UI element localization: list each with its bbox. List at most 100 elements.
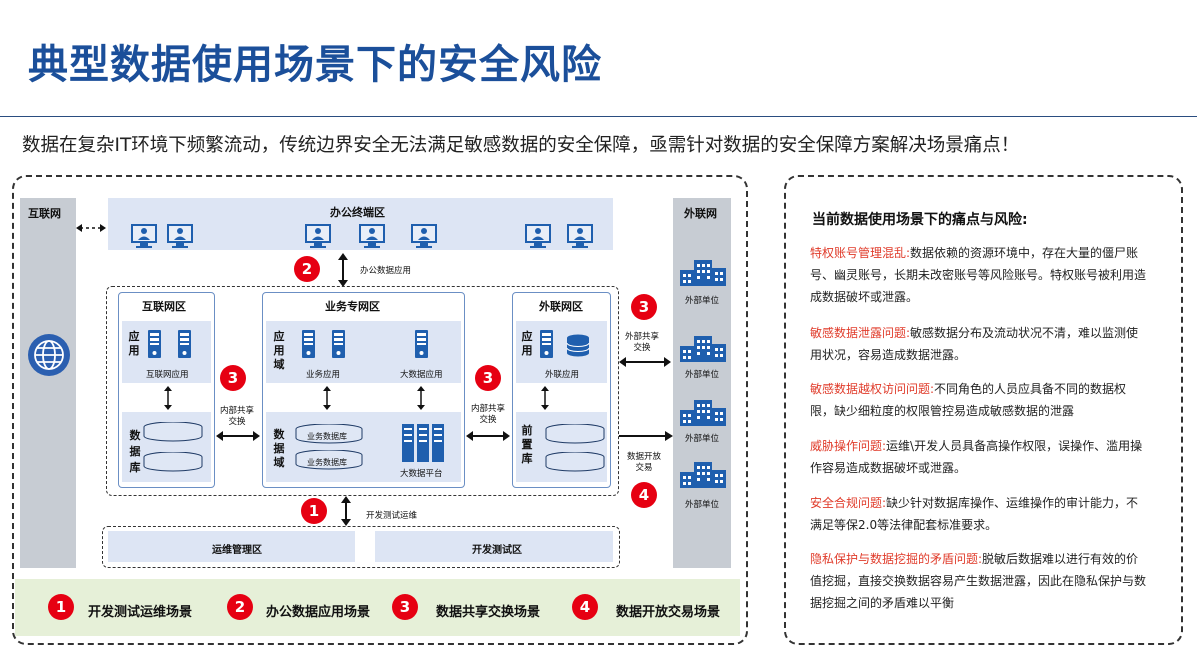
monitor-icon [525, 224, 551, 248]
external-unit-label: 外部单位 [685, 370, 720, 380]
risk-item: 威胁操作问题:运维\开发人员具备高操作权限，误操作、滥用操作容易造成数据破坏或泄… [810, 435, 1150, 479]
dev-ops-label: 开发测试运维 [366, 511, 418, 521]
data-domain-label: 数据域 [273, 428, 285, 469]
external-unit-label: 外部单位 [685, 296, 720, 306]
extranet-column [673, 198, 731, 568]
title-divider [0, 116, 1197, 117]
data-open-label: 数据开放交易 [626, 452, 661, 473]
internet-app-label: 应用 [128, 330, 140, 357]
database-icon: 业务数据库 [295, 450, 363, 470]
building-icon [680, 462, 726, 488]
extranet-zone-title: 外联网区 [539, 300, 583, 313]
monitor-icon [305, 224, 331, 248]
extranet-label: 外联网 [684, 207, 717, 220]
server-icon [302, 330, 315, 358]
monitor-icon [131, 224, 157, 248]
business-zone-title: 业务专网区 [325, 300, 380, 313]
vertical-arrow [164, 386, 172, 410]
internet-zone-title: 互联网区 [142, 300, 186, 313]
app-domain-label: 应用域 [273, 330, 285, 371]
risk-item: 特权账号管理混乱:数据依赖的资源环境中，存在大量的僵尸账号、幽灵账号，长期未改密… [810, 242, 1150, 308]
risk-item-text: 敏感数据分布及流动状况不清，难以监测使用状况，容易造成数据泄露。 [810, 326, 1139, 362]
extranet-app-caption: 外联应用 [545, 370, 580, 380]
legend-badge: 1 [48, 594, 74, 620]
monitor-icon [567, 224, 593, 248]
building-icon [680, 336, 726, 362]
horizontal-arrow [466, 431, 510, 441]
diagram-frame [12, 175, 748, 645]
risk-panel-title: 当前数据使用场景下的痛点与风险: [812, 212, 1028, 228]
risk-item-text: 不同角色的人员应具备不同的数据权限，缺少细粒度的权限管控易造成敏感数据的泄露 [810, 382, 1127, 418]
internet-app-caption: 互联网应用 [146, 370, 189, 380]
dev-zone-label: 开发测试区 [472, 545, 522, 556]
extranet-app-label: 应用 [521, 330, 533, 357]
internal-share-label: 内部共享交换 [219, 406, 254, 427]
internet-column [20, 198, 76, 568]
scenario-badge-3: 3 [220, 365, 246, 391]
horizontal-arrow [216, 431, 260, 441]
scenario-badge-3: 3 [631, 294, 657, 320]
legend-badge: 2 [227, 594, 253, 620]
office-zone-label: 办公终端区 [330, 206, 385, 219]
external-unit-label: 外部单位 [685, 434, 720, 444]
database-icon [143, 452, 203, 472]
extranet-app-band [516, 321, 607, 383]
globe-icon [28, 334, 70, 376]
legend-label: 数据共享交换场景 [436, 605, 541, 620]
page-subtitle: 数据在复杂IT环境下频繁流动，传统边界安全无法满足敏感数据的安全保障，亟需针对数… [22, 135, 1020, 156]
internet-label: 互联网 [28, 207, 61, 220]
right-arrow [619, 431, 673, 441]
vertical-arrow [541, 386, 549, 410]
risk-item: 隐私保护与数据挖掘的矛盾问题:脱敏后数据难以进行有效的价值挖掘，直接交换数据容易… [810, 548, 1150, 614]
database-icon [143, 422, 203, 442]
biz-app-caption: 业务应用 [306, 370, 341, 380]
building-icon [680, 260, 726, 286]
legend-badge: 3 [392, 594, 418, 620]
risk-item-name: 敏感数据泄露问题: [810, 326, 911, 340]
office-data-app-label: 办公数据应用 [360, 266, 412, 276]
database-icon [545, 424, 605, 444]
server-icon [332, 330, 345, 358]
internet-db-label: 数据库 [129, 429, 141, 474]
risk-item-name: 安全合规问题: [810, 496, 887, 510]
database-icon [566, 334, 590, 357]
bigdata-app-caption: 大数据应用 [400, 370, 443, 380]
risk-item: 敏感数据泄露问题:敏感数据分布及流动状况不清，难以监测使用状况，容易造成数据泄露… [810, 322, 1150, 366]
vertical-arrow [341, 496, 351, 526]
scenario-badge-1: 1 [301, 498, 327, 524]
scenario-badge-3: 3 [475, 365, 501, 391]
internal-share-label: 内部共享交换 [470, 404, 505, 425]
risk-item-text: 脱敏后数据难以进行有效的价值挖掘，直接交换数据容易产生数据泄露，因此在隐私保护与… [810, 552, 1147, 610]
legend-label: 数据开放交易场景 [616, 605, 721, 620]
external-unit-label: 外部单位 [685, 500, 720, 510]
legend-label: 办公数据应用场景 [266, 605, 371, 620]
risk-item-name: 隐私保护与数据挖掘的矛盾问题: [810, 552, 983, 566]
internet-app-band [122, 321, 211, 383]
server-icon [178, 330, 191, 358]
app-domain-band [266, 321, 461, 383]
risk-item-text: 缺少针对数据库操作、运维操作的审计能力，不满足等保2.0等法律配套标准要求。 [810, 496, 1139, 532]
vertical-arrow [323, 386, 331, 410]
database-icon: 业务数据库 [295, 424, 363, 444]
legend-badge: 4 [572, 594, 598, 620]
management-container [102, 526, 620, 568]
risk-item: 敏感数据越权访问问题:不同角色的人员应具备不同的数据权限，缺少细粒度的权限管控易… [810, 378, 1150, 422]
risk-item-text: 运维\开发人员具备高操作权限，误操作、滥用操作容易造成数据破坏或泄露。 [810, 439, 1143, 475]
ops-management-zone [108, 531, 355, 562]
building-icon [680, 400, 726, 426]
dev-test-zone [375, 531, 613, 562]
risk-item-name: 威胁操作问题: [810, 439, 887, 453]
vertical-arrow [338, 253, 348, 287]
bigdata-platform-label: 大数据平台 [400, 469, 443, 479]
server-icon [540, 330, 553, 358]
risk-item-name: 特权账号管理混乱: [810, 246, 911, 260]
database-icon [545, 452, 605, 472]
ops-zone-label: 运维管理区 [212, 545, 262, 556]
monitor-icon [359, 224, 385, 248]
risk-item-text: 数据依赖的资源环境中，存在大量的僵尸账号、幽灵账号，长期未改密账号等风险账号。特… [810, 246, 1147, 304]
external-share-label: 外部共享交换 [624, 332, 659, 353]
risk-item: 安全合规问题:缺少针对数据库操作、运维操作的审计能力，不满足等保2.0等法律配套… [810, 492, 1150, 536]
monitor-icon [167, 224, 193, 248]
legend-label: 开发测试运维场景 [88, 605, 193, 620]
bigdata-platform-icon [402, 424, 444, 462]
